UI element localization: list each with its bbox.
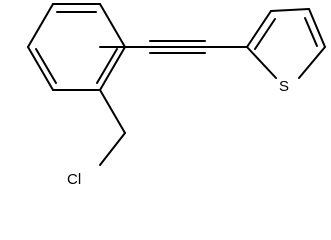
benzene-bond — [99, 46, 126, 91]
benzene-bond — [99, 3, 126, 48]
chloromethyl-group — [99, 89, 126, 166]
thiophene-double-bond — [254, 18, 276, 50]
benzene-bond — [27, 46, 54, 91]
thiophene-bond — [246, 46, 277, 79]
benzene-double-bond — [35, 48, 57, 84]
bond-ch2-to-cl — [99, 132, 126, 166]
benzene-bond — [27, 3, 54, 48]
benzene-ring — [27, 3, 126, 91]
thiophene-ring — [246, 8, 326, 79]
bond-ring-to-ch2 — [99, 89, 126, 134]
thiophene-double-bond — [304, 17, 318, 47]
thiophene-bond — [270, 8, 310, 12]
sulfur-atom-label: S — [279, 78, 289, 95]
alkyne-triple-bond — [99, 40, 248, 54]
chlorine-atom-label: Cl — [67, 171, 81, 188]
thiophene-bond — [298, 46, 326, 79]
thiophene-bond — [246, 10, 272, 48]
molecule-structure-diagram: S Cl — [27, 3, 326, 188]
thiophene-bond — [308, 8, 326, 48]
benzene-double-bond — [96, 48, 118, 84]
